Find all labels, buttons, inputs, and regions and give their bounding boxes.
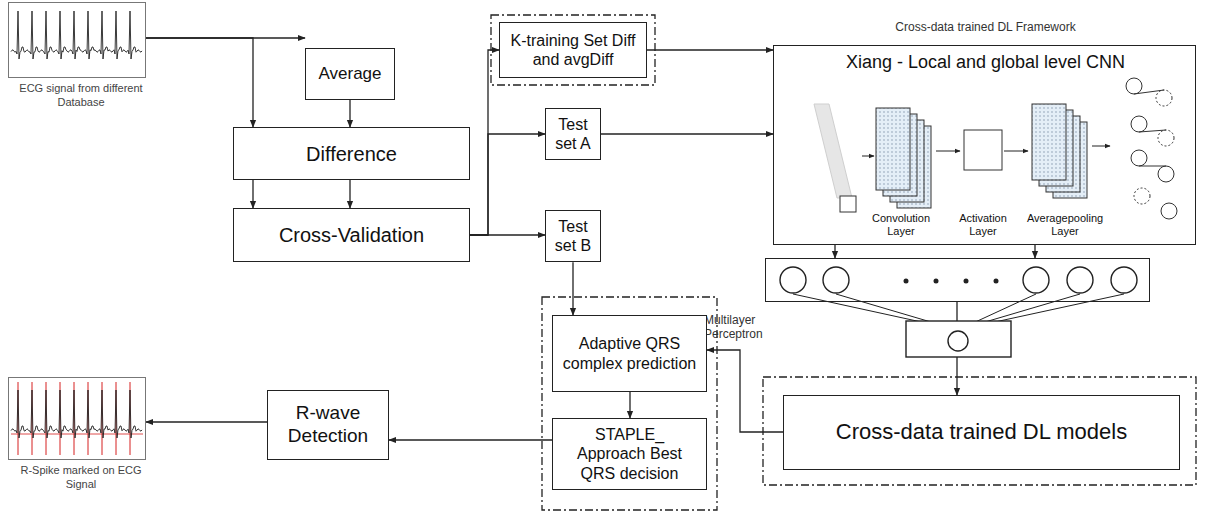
flow-arrow xyxy=(349,100,350,127)
process-box: Cross-Validation xyxy=(233,208,470,262)
flow-arrow xyxy=(349,180,350,208)
node-label: Average xyxy=(318,64,381,84)
dropout-neuron xyxy=(1126,78,1142,94)
dashed-group xyxy=(491,15,655,85)
test-set-box: Test set A xyxy=(545,108,601,160)
layer-label: Activation Layer xyxy=(950,212,1016,238)
ecg-trace xyxy=(9,3,145,77)
process-box: Average xyxy=(305,48,395,100)
layer-label: Averagepooling Layer xyxy=(1022,212,1108,238)
neuron xyxy=(1023,267,1049,293)
dropout-neuron xyxy=(1161,203,1177,219)
flow-arrow xyxy=(146,38,253,127)
flow-arrow xyxy=(647,49,773,50)
flow-arrow xyxy=(601,133,773,134)
ecg-wave xyxy=(11,11,142,59)
mlp-layer: Multilayer Perceptron xyxy=(765,258,1150,302)
dropout-neuron xyxy=(1158,166,1174,182)
output-box xyxy=(906,321,1011,357)
dashed-group xyxy=(542,297,717,510)
flow-arrow xyxy=(629,392,630,418)
ellipsis-dot xyxy=(904,279,909,284)
test-set-box: Test set B xyxy=(545,210,601,262)
neuron xyxy=(1111,267,1137,293)
mlp-illustration xyxy=(766,259,1151,303)
ellipsis-dot xyxy=(934,279,939,284)
image-caption: ECG signal from different Database xyxy=(7,82,155,110)
process-box: Adaptive QRS complex prediction xyxy=(552,315,707,392)
baseline xyxy=(11,434,143,435)
mlp-label: Multilayer Perceptron xyxy=(704,313,770,342)
pool-map xyxy=(1032,104,1066,180)
dropout-neuron xyxy=(1131,150,1147,166)
neuron xyxy=(823,267,849,293)
image-caption: R-Spike marked on ECG Signal xyxy=(7,464,155,492)
dashed-group xyxy=(763,377,1196,485)
dropout-neuron xyxy=(1156,90,1172,106)
ecg-wave xyxy=(11,390,142,438)
flow-arrow xyxy=(834,245,835,258)
process-box: Difference xyxy=(233,127,470,180)
node-label: K-training Set Diff and avgDiff xyxy=(506,31,640,69)
flow-arrow xyxy=(470,50,499,235)
cnn-title: Xiang - Local and global level CNN xyxy=(774,52,1197,74)
neuron xyxy=(780,267,806,293)
ecg-output-image: R-Spike marked on ECG Signal xyxy=(8,377,146,460)
training-set-box: K-training Set Diff and avgDiff xyxy=(499,22,647,78)
dropout-neuron xyxy=(1158,130,1174,146)
node-label: R-wave Detection xyxy=(274,402,382,448)
process-box: STAPLE_ Approach Best QRS decision xyxy=(552,418,707,490)
flow-arrow xyxy=(707,350,783,432)
flow-arrow xyxy=(572,262,573,315)
kernel xyxy=(840,196,856,212)
node-label: Cross-data trained DL models xyxy=(836,419,1127,445)
model-box: Cross-data trained DL models xyxy=(783,395,1180,470)
activation-map xyxy=(964,130,1002,170)
ellipsis-dot xyxy=(994,279,999,284)
dropout-neuron xyxy=(1134,188,1150,204)
node-label: Cross-Validation xyxy=(279,223,424,247)
node-label: Difference xyxy=(306,142,397,166)
flow-arrow xyxy=(470,234,545,235)
flow-arrow xyxy=(389,439,552,440)
node-label: Adaptive QRS complex prediction xyxy=(559,334,700,372)
ellipsis-dot xyxy=(964,279,969,284)
neuron xyxy=(1067,267,1093,293)
conv-map xyxy=(876,108,910,190)
flow-arrow xyxy=(470,134,545,235)
node-label: Test set A xyxy=(552,115,594,153)
flow-arrow xyxy=(146,421,267,422)
framework-heading: Cross-data trained DL Framework xyxy=(774,20,1197,34)
flow-arrow xyxy=(252,180,253,208)
ecg-input-image: ECG signal from different Database xyxy=(8,2,146,78)
node-label: Test set B xyxy=(552,217,594,255)
cnn-framework-box: Cross-data trained DL FrameworkXiang - L… xyxy=(773,45,1196,245)
ecg-trace xyxy=(9,378,145,459)
layer-label: Convolution Layer xyxy=(868,212,934,238)
node-label: STAPLE_ Approach Best QRS decision xyxy=(559,425,700,483)
process-box: R-wave Detection xyxy=(267,390,389,460)
output-neuron xyxy=(948,331,968,351)
input-slice xyxy=(814,104,852,198)
flow-arrow xyxy=(1034,245,1035,258)
dropout-neuron xyxy=(1131,116,1147,132)
